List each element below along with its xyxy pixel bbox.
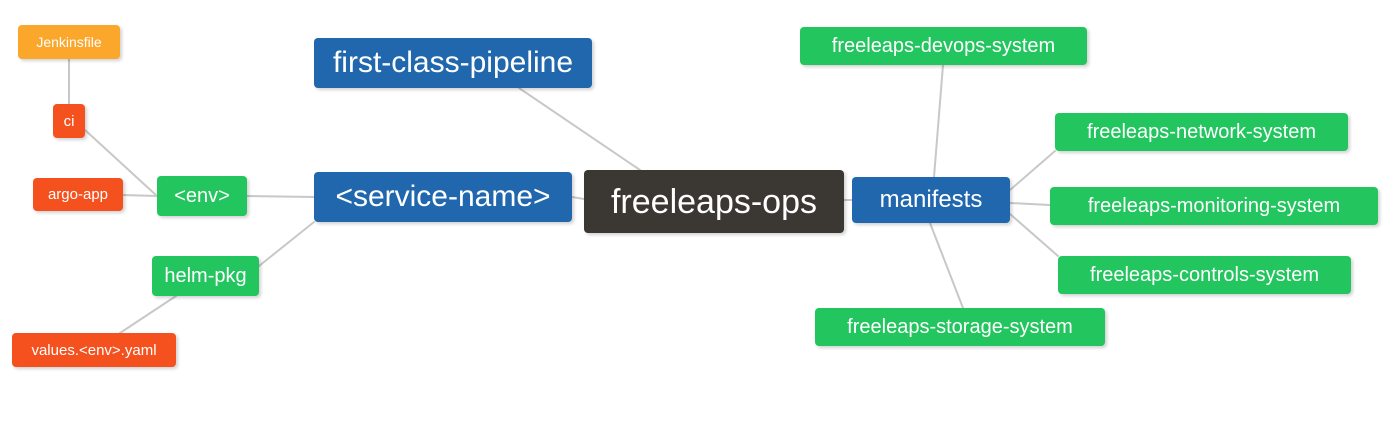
node-label-service-name: <service-name> [335, 180, 551, 213]
node-argo-app[interactable]: argo-app [33, 178, 123, 211]
edge-e-manifests-network [1009, 150, 1056, 191]
node-service-name[interactable]: <service-name> [314, 172, 572, 222]
node-freeleaps-devops-system[interactable]: freeleaps-devops-system [800, 27, 1087, 65]
edge-e-service-root [571, 196, 585, 200]
node-label-freeleaps-devops-system: freeleaps-devops-system [831, 35, 1056, 57]
node-freeleaps-ops[interactable]: freeleaps-ops [584, 170, 844, 233]
edge-e-env-service [246, 195, 315, 198]
node-label-freeleaps-network-system: freeleaps-network-system [1087, 121, 1316, 143]
edge-e-helm-values [119, 295, 177, 334]
node-label-env: <env> [174, 185, 230, 207]
node-env[interactable]: <env> [157, 176, 247, 216]
node-label-freeleaps-storage-system: freeleaps-storage-system [847, 316, 1073, 338]
node-label-ci: ci [63, 112, 75, 130]
node-label-freeleaps-ops: freeleaps-ops [610, 182, 817, 221]
node-label-jenkinsfile: Jenkinsfile [36, 34, 102, 50]
node-freeleaps-controls-system[interactable]: freeleaps-controls-system [1058, 256, 1351, 294]
node-label-first-class-pipeline: first-class-pipeline [332, 46, 574, 79]
node-label-freeleaps-controls-system: freeleaps-controls-system [1090, 264, 1319, 286]
node-label-values-yaml: values.<env>.yaml [31, 341, 157, 359]
node-manifests[interactable]: manifests [852, 177, 1010, 223]
node-label-freeleaps-monitoring-system: freeleaps-monitoring-system [1087, 195, 1341, 217]
node-freeleaps-storage-system[interactable]: freeleaps-storage-system [815, 308, 1105, 346]
edge-e-manifests-devops [933, 64, 944, 178]
node-label-manifests: manifests [879, 186, 983, 213]
edge-e-argoapp-env [122, 194, 158, 197]
node-helm-pkg[interactable]: helm-pkg [152, 256, 259, 296]
edge-e-service-helm [258, 221, 315, 267]
node-freeleaps-network-system[interactable]: freeleaps-network-system [1055, 113, 1348, 151]
edge-e-manifests-monitor [1009, 202, 1051, 206]
node-jenkinsfile[interactable]: Jenkinsfile [18, 25, 120, 59]
node-ci[interactable]: ci [53, 104, 85, 138]
node-first-class-pipeline[interactable]: first-class-pipeline [314, 38, 592, 88]
node-values-yaml[interactable]: values.<env>.yaml [12, 333, 176, 367]
node-freeleaps-monitoring-system[interactable]: freeleaps-monitoring-system [1050, 187, 1378, 225]
edge-e-manifests-storage [929, 222, 964, 309]
node-label-argo-app: argo-app [47, 186, 109, 203]
edge-e-pipeline-root [518, 87, 641, 171]
node-label-helm-pkg: helm-pkg [164, 265, 247, 287]
